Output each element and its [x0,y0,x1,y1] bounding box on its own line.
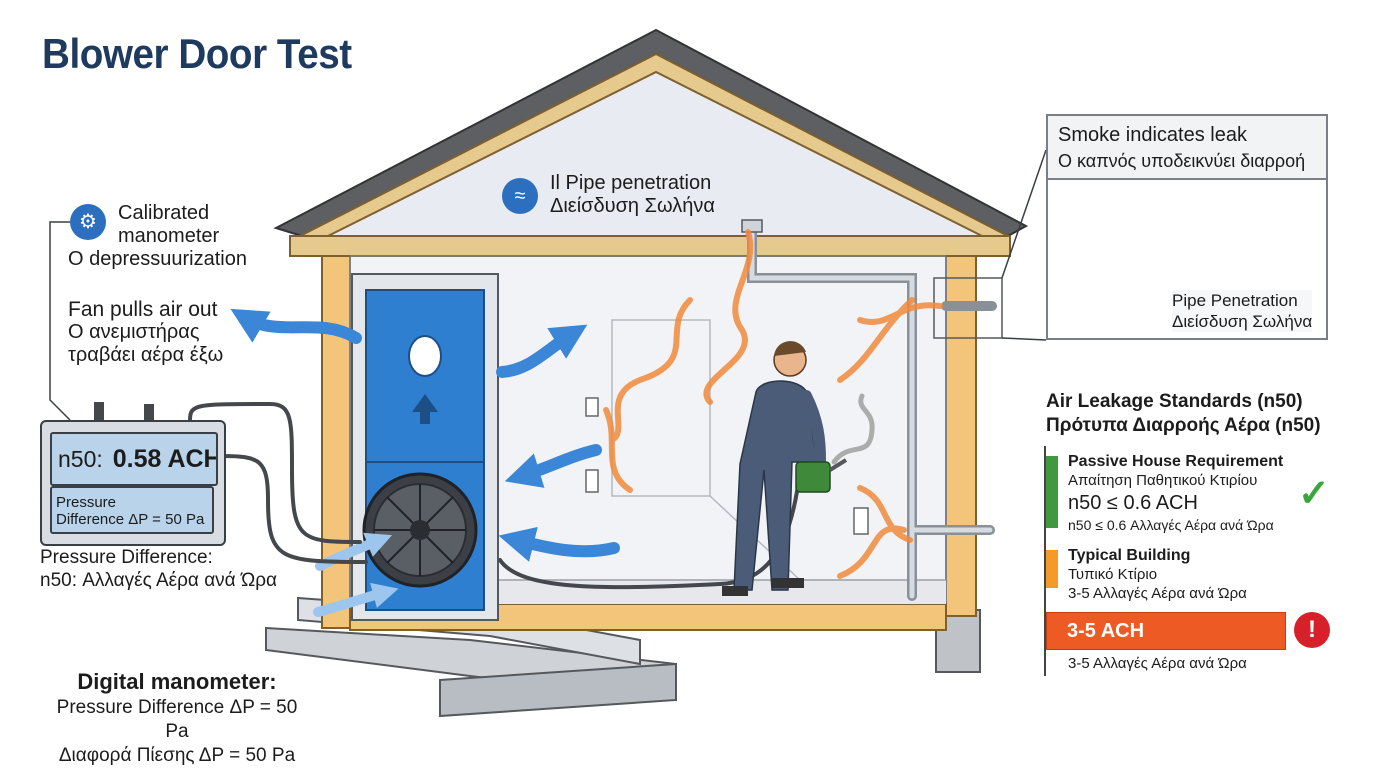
pipe-label-line-2: Διείσδυση Σωλήνα [550,195,715,217]
gauge-icon: ⚙ [70,204,106,240]
ach-range-note: 3-5 Αλλαγές Αέρα ανά Ώρα [1068,655,1247,672]
digital-manometer-caption: Digital manometer: Pressure Difference Δ… [52,668,302,768]
manometer-label-line-2: manometer [118,225,220,247]
fan-label-line-2: Ο ανεμιστήρας [68,321,200,343]
ach-readout-label: n50: [58,446,103,472]
passive-bar [1046,456,1058,528]
caption-line-1: Pressure Difference ΔP = 50 Pa [56,697,298,742]
blower-door [351,273,499,621]
caption-heading: Digital manometer: [77,669,277,694]
fan-label-line-3: τραβάει αέρα έξω [68,344,224,366]
ach-readout: n50: 0.58 ACH [50,432,218,486]
passive-sub: Απαίτηση Παθητικού Κτιρίου [1068,472,1258,489]
inset-callout-line-1: Pipe Penetration [1172,291,1298,310]
inset-callout: Pipe Penetration Διείσδυση Σωλήνα [1172,290,1313,332]
pressure-readout: Pressure Difference ΔP = 50 Pa [50,486,214,534]
pressure-label: Pressure Difference: n50: Αλλαγές Αέρα α… [40,546,277,592]
typical-building-block: Typical Building Τυπικό Κτίριο 3-5 Αλλαγ… [1068,546,1247,603]
pressure-label-line-2: n50: Αλλαγές Αέρα ανά Ώρα [40,570,278,591]
pressure-label-line-1: Pressure Difference: [40,547,213,568]
typical-note: 3-5 Αλλαγές Αέρα ανά Ώρα [1068,585,1247,602]
pipe-label-line-1: Il Pipe penetration [550,172,712,194]
inset-title-gr: Ο καπνός υποδεικνύει διαρροή [1058,151,1306,171]
typical-sub: Τυπικό Κτίριο [1068,566,1158,583]
typical-bar [1046,550,1058,588]
passive-house-block: Passive House Requirement Απαίτηση Παθητ… [1068,452,1283,535]
pressure-readout-line-1: Pressure [56,494,117,511]
standards-title-gr: Πρότυπα Διαρροής Αέρα (n50) [1046,415,1321,436]
standards-title: Air Leakage Standards (n50) Πρότυπα Διαρ… [1046,390,1321,438]
manometer-label-line-1: Calibrated [118,202,210,224]
page-title: Blower Door Test [42,30,352,77]
typical-heading: Typical Building [1068,547,1191,564]
fan-label: Fan pulls air out Ο ανεμιστήρας τραβάει … [68,298,223,367]
inset-callout-line-2: Διείσδυση Σωλήνα [1172,312,1313,331]
leader-lines [49,149,1047,421]
roof [273,28,1029,257]
pressure-readout-line-2: Difference ΔP = 50 Pa [56,511,205,528]
depressurization-label: O depressuurization [68,248,247,270]
caption-line-2: Διαφορά Πίεσης ΔP = 50 Pa [58,745,296,766]
inset-title-en: Smoke indicates leak [1058,124,1247,146]
fan-label-line-1: Fan pulls air out [68,298,218,321]
check-icon: ✓ [1298,473,1330,515]
smoke-leak-inset: Smoke indicates leak Ο καπνός υποδεικνύε… [1046,114,1328,340]
ach-range-bar: 3-5 ACH [1046,612,1286,650]
pipe-label: Il Pipe penetration Διείσδυση Σωλήνα [550,172,715,218]
standards-divider [1044,446,1046,676]
passive-note: n50 ≤ 0.6 Αλλαγές Αέρα ανά Ώρα [1068,517,1274,533]
standards-title-en: Air Leakage Standards (n50) [1046,391,1303,412]
smoke-trails [603,229,943,579]
inset-header: Smoke indicates leak Ο καπνός υποδεικνύε… [1048,116,1326,180]
airflow-arrows [230,308,620,562]
digital-manometer: n50: 0.58 ACH Pressure Difference ΔP = 50… [40,420,226,546]
passive-heading: Passive House Requirement [1068,453,1284,470]
air-flow-icon: ≈ [502,178,538,214]
smoke-puff [831,393,875,465]
alert-icon: ! [1294,612,1330,648]
technician [722,341,848,596]
ach-readout-value: 0.58 ACH [112,445,218,473]
manometer-label: Calibrated manometer [118,202,219,248]
passive-value: n50 ≤ 0.6 ACH [1068,492,1198,514]
